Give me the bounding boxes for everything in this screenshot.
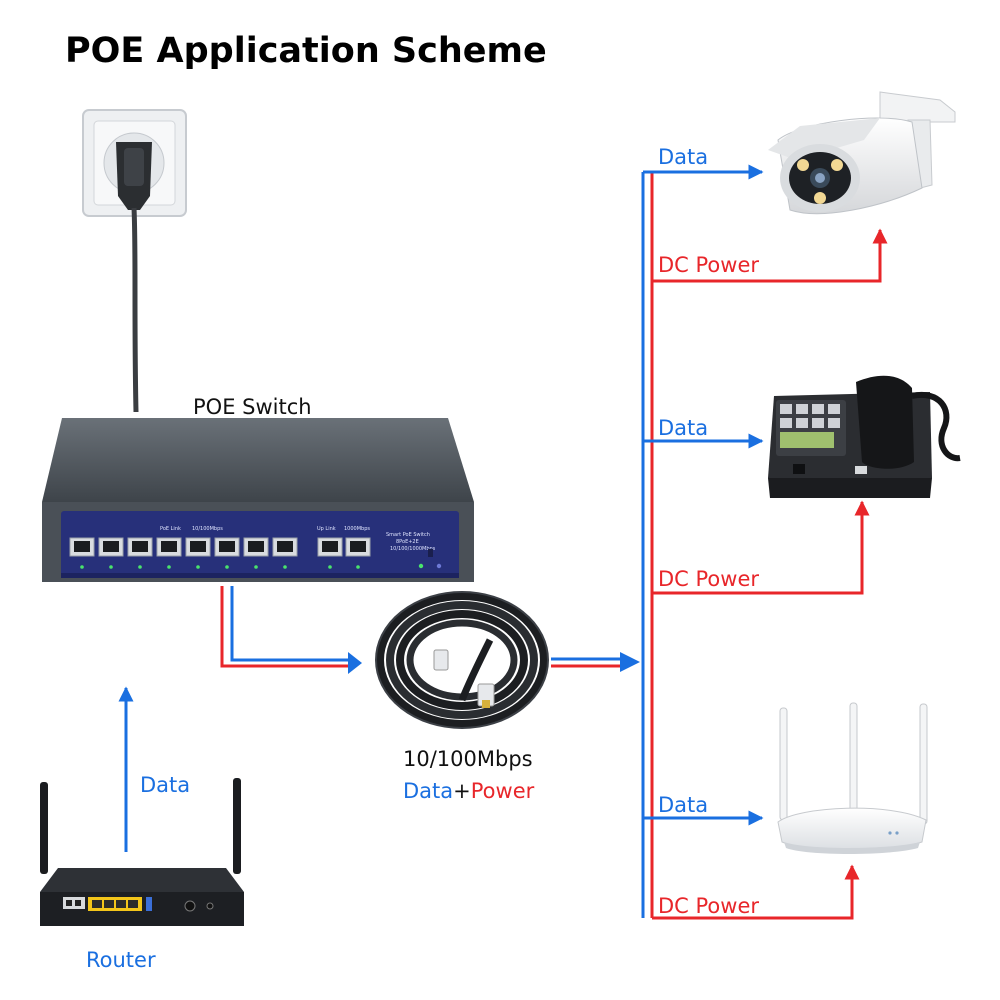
- mode-switch: [428, 549, 433, 557]
- cable-to-bus-arrowhead: [620, 652, 640, 672]
- switch-data-line: [230, 586, 356, 662]
- panel-speed-100: 10/100Mbps: [192, 526, 223, 532]
- combo-plus-text: +: [453, 779, 471, 803]
- panel-speed-1000: 1000Mbps: [344, 526, 370, 532]
- poe-port-4-led: [167, 565, 171, 569]
- poe-port-2-socket: [103, 541, 119, 552]
- poe-switch-label: POE Switch: [193, 395, 312, 419]
- panel-up-link: Up Link: [317, 526, 336, 532]
- router-data-label: Data: [140, 773, 190, 797]
- switch-to-cable-arrowhead: [348, 652, 362, 674]
- poe-port-4-socket: [161, 541, 177, 552]
- extend-led: [436, 563, 442, 569]
- poe-port-3-led: [138, 565, 142, 569]
- ip-camera-icon: [768, 91, 956, 215]
- camera-power-label: DC Power: [658, 253, 759, 277]
- camera-data-label: Data: [658, 145, 708, 169]
- poe-port-5-socket: [190, 541, 206, 552]
- poe-port-6-socket: [219, 541, 235, 552]
- ip-phone-icon: [768, 375, 961, 498]
- poe-port-1-led: [80, 565, 84, 569]
- phone-power-arrow: [652, 500, 870, 595]
- poe-port-7-led: [254, 565, 258, 569]
- poe-port-7-socket: [248, 541, 264, 552]
- ethernet-cable-icon: [375, 591, 549, 729]
- switch-power-line: [220, 586, 356, 668]
- panel-brand: Smart PoE Switch: [386, 532, 430, 538]
- poe-port-6-led: [225, 565, 229, 569]
- ap-power-arrow: [652, 864, 860, 920]
- power-led: [418, 563, 424, 569]
- power-socket-icon: [82, 109, 187, 217]
- panel-spec: 10/100/1000Mbps: [390, 546, 436, 552]
- poe-port-3-socket: [132, 541, 148, 552]
- uplink-port-1-socket: [322, 541, 338, 552]
- speed-label: 10/100Mbps: [403, 747, 533, 771]
- uplink-port-2-led: [356, 565, 360, 569]
- router-label: Router: [86, 948, 156, 972]
- data-power-label: Data+Power: [403, 779, 535, 803]
- poe-port-8-socket: [277, 541, 293, 552]
- power-cable: [131, 207, 139, 413]
- uplink-port-2-socket: [350, 541, 366, 552]
- page-title: POE Application Scheme: [65, 31, 547, 71]
- poe-port-8-led: [283, 565, 287, 569]
- wireless-ap-icon: [777, 702, 928, 854]
- combo-power-text: Power: [471, 779, 535, 803]
- switch-port-group: [69, 537, 371, 569]
- poe-port-5-led: [196, 565, 200, 569]
- combo-data-text: Data: [403, 779, 453, 803]
- router-device: [40, 778, 244, 926]
- uplink-port-1-led: [328, 565, 332, 569]
- poe-port-2-led: [109, 565, 113, 569]
- ap-power-label: DC Power: [658, 894, 759, 918]
- poe-port-1-socket: [74, 541, 90, 552]
- panel-model: 8PoE+2E: [396, 539, 419, 545]
- phone-power-label: DC Power: [658, 567, 759, 591]
- camera-power-arrow: [652, 228, 888, 283]
- poe-switch: PoE Link 10/100Mbps Up Link 1000Mbps Sma…: [42, 418, 474, 582]
- ap-data-label: Data: [658, 793, 708, 817]
- phone-data-label: Data: [658, 416, 708, 440]
- panel-poe-link: PoE Link: [160, 526, 181, 532]
